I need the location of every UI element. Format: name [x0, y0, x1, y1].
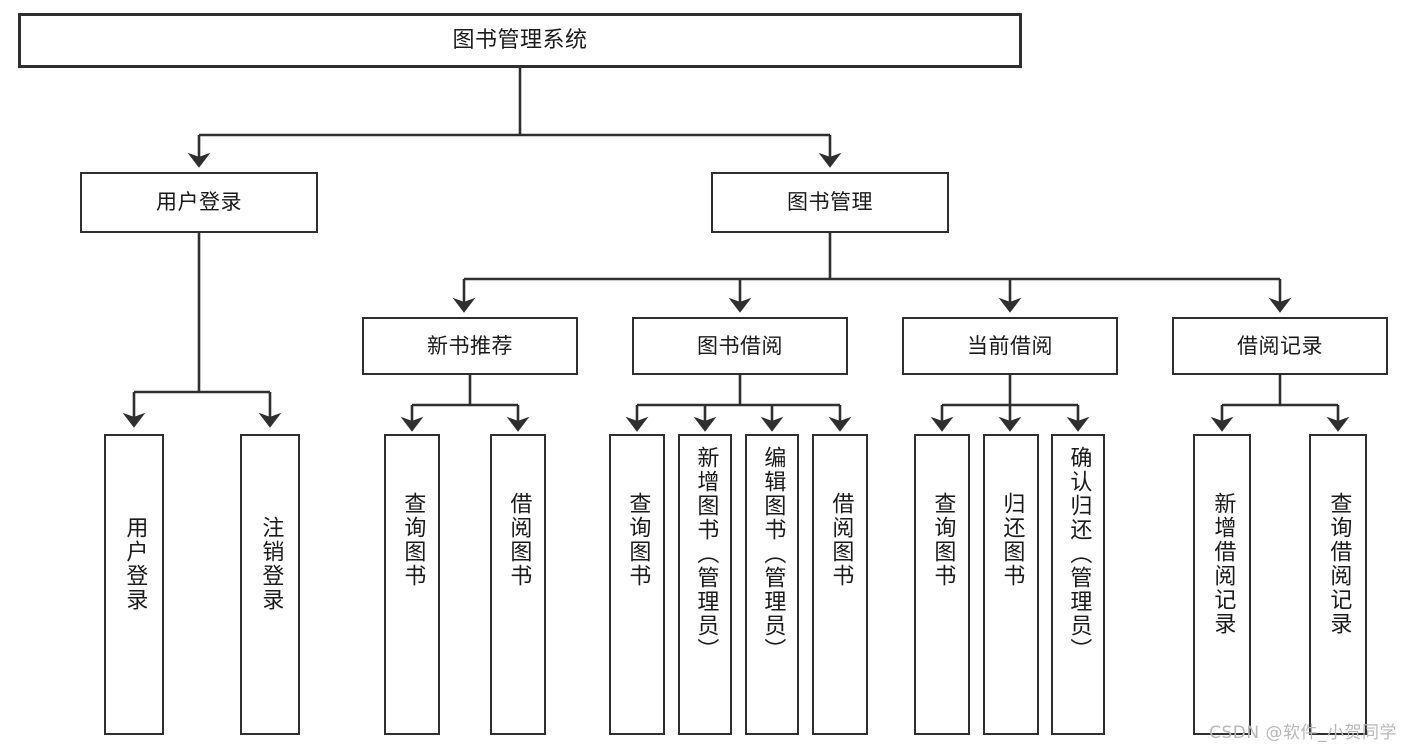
node-label: 新增图书（管理员）	[693, 446, 719, 662]
node-label: 借阅图书	[828, 492, 854, 588]
leaf-current-return-book[interactable]: 归还图书	[983, 434, 1039, 735]
leaf-records-query-record[interactable]: 查询借阅记录	[1309, 434, 1367, 735]
leaf-new-books-query[interactable]: 查询图书	[384, 434, 440, 735]
node-label: 查询图书	[400, 492, 426, 588]
node-label: 注销登录	[258, 516, 284, 612]
node-label: 当前借阅	[967, 333, 1053, 358]
node-label: 查询借阅记录	[1326, 492, 1352, 636]
node-label: 用户登录	[122, 516, 148, 612]
leaf-user-login-logout[interactable]: 注销登录	[240, 434, 300, 735]
leaf-borrow-borrow-book[interactable]: 借阅图书	[812, 434, 868, 735]
node-label: 查询图书	[930, 492, 956, 588]
leaf-borrow-query-book[interactable]: 查询图书	[609, 434, 665, 735]
node-label: 图书管理	[787, 190, 873, 215]
leaf-borrow-edit-book-admin[interactable]: 编辑图书（管理员）	[745, 434, 799, 735]
node-label: 归还图书	[999, 492, 1025, 588]
leaf-current-confirm-return-admin[interactable]: 确认归还（管理员）	[1051, 434, 1105, 735]
node-label: 新增借阅记录	[1210, 492, 1236, 636]
leaf-new-books-borrow[interactable]: 借阅图书	[490, 434, 546, 735]
node-label: 借阅图书	[506, 492, 532, 588]
node-label: 编辑图书（管理员）	[760, 446, 786, 662]
node-label: 确认归还（管理员）	[1066, 446, 1092, 662]
leaf-records-add-record[interactable]: 新增借阅记录	[1193, 434, 1251, 735]
leaf-user-login-signin[interactable]: 用户登录	[104, 434, 164, 735]
node-label: 查询图书	[625, 492, 651, 588]
node-label: 图书借阅	[697, 333, 783, 358]
node-borrow-records[interactable]: 借阅记录	[1172, 317, 1388, 375]
node-current-borrowing[interactable]: 当前借阅	[902, 317, 1118, 375]
node-label: 图书管理系统	[452, 27, 588, 53]
leaf-borrow-add-book-admin[interactable]: 新增图书（管理员）	[678, 434, 732, 735]
node-label: 新书推荐	[427, 333, 513, 358]
node-user-login[interactable]: 用户登录	[80, 172, 318, 233]
leaf-current-query-book[interactable]: 查询图书	[914, 434, 970, 735]
node-book-management[interactable]: 图书管理	[711, 172, 949, 233]
node-new-book-recommendation[interactable]: 新书推荐	[362, 317, 578, 375]
node-book-borrowing[interactable]: 图书借阅	[632, 317, 848, 375]
node-label: 用户登录	[156, 190, 242, 215]
node-label: 借阅记录	[1237, 333, 1323, 358]
node-root-system[interactable]: 图书管理系统	[18, 13, 1022, 68]
